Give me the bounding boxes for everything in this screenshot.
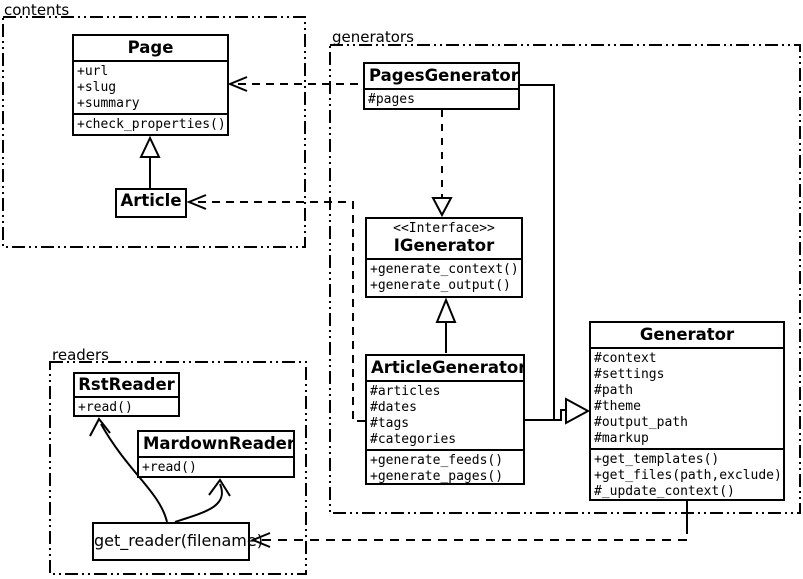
class-pagesgenerator-attributes: #pages — [365, 88, 518, 108]
package-label-readers: readers — [52, 346, 109, 364]
class-page: Page +url +slug +summary +check_properti… — [72, 34, 229, 136]
class-mardownreader-methods: +read() — [139, 456, 293, 476]
class-igenerator-name: IGenerator — [393, 236, 495, 255]
class-pagesgenerator: PagesGenerator #pages — [363, 62, 520, 110]
class-article-name: Article — [120, 191, 182, 210]
class-rstreader-name: RstReader — [78, 375, 175, 394]
package-frame-generators — [329, 44, 801, 514]
class-page-attributes: +url +slug +summary — [74, 60, 227, 113]
class-articlegenerator: ArticleGenerator #articles #dates #tags … — [365, 354, 525, 485]
edge-generator-to-getreader — [250, 501, 688, 548]
class-rstreader: RstReader +read() — [73, 372, 180, 417]
class-page-methods: +check_properties() — [74, 113, 227, 134]
class-article: Article — [115, 188, 187, 218]
class-mardownreader-name: MardownReader — [143, 434, 295, 453]
class-igenerator: <<Interface>> IGenerator +generate_conte… — [365, 217, 523, 298]
class-page-name: Page — [127, 38, 174, 57]
class-generator-methods: +get_templates() +get_files(path,exclude… — [591, 448, 783, 499]
class-articlegenerator-name: ArticleGenerator — [371, 358, 525, 377]
class-generator: Generator #context #settings #path #them… — [589, 321, 785, 501]
edge-getreader-to-rstreader — [89, 417, 168, 523]
class-rstreader-methods: +read() — [75, 396, 178, 415]
edge-articlegenerator-to-igenerator — [435, 297, 457, 353]
class-pagesgenerator-name: PagesGenerator — [369, 66, 519, 85]
package-label-contents: contents — [4, 1, 70, 19]
package-frame-readers — [49, 361, 307, 575]
edge-pagesgenerator-to-page — [227, 76, 363, 92]
class-igenerator-methods: +generate_context() +generate_output() — [367, 258, 521, 295]
class-generator-name: Generator — [639, 325, 735, 344]
class-articlegenerator-methods: +generate_feeds() +generate_pages() — [367, 449, 523, 483]
class-generator-attributes: #context #settings #path #theme #output_… — [591, 347, 783, 448]
class-igenerator-stereotype: <<Interface>> — [393, 221, 495, 236]
package-frame-contents — [2, 16, 306, 248]
package-label-generators: generators — [332, 28, 414, 46]
edge-generators-to-generator — [520, 84, 591, 425]
class-mardownreader: MardownReader +read() — [137, 430, 295, 478]
class-igenerator-header: <<Interface>> IGenerator — [367, 219, 521, 258]
edge-articlegenerator-to-article — [186, 194, 365, 422]
edge-pagesgenerator-to-igenerator — [431, 110, 453, 218]
function-get-reader: get_reader(filename) — [92, 522, 263, 561]
edge-article-to-page — [139, 135, 161, 188]
class-articlegenerator-attributes: #articles #dates #tags #categories — [367, 380, 523, 449]
edge-getreader-to-mardownreader — [174, 478, 231, 523]
